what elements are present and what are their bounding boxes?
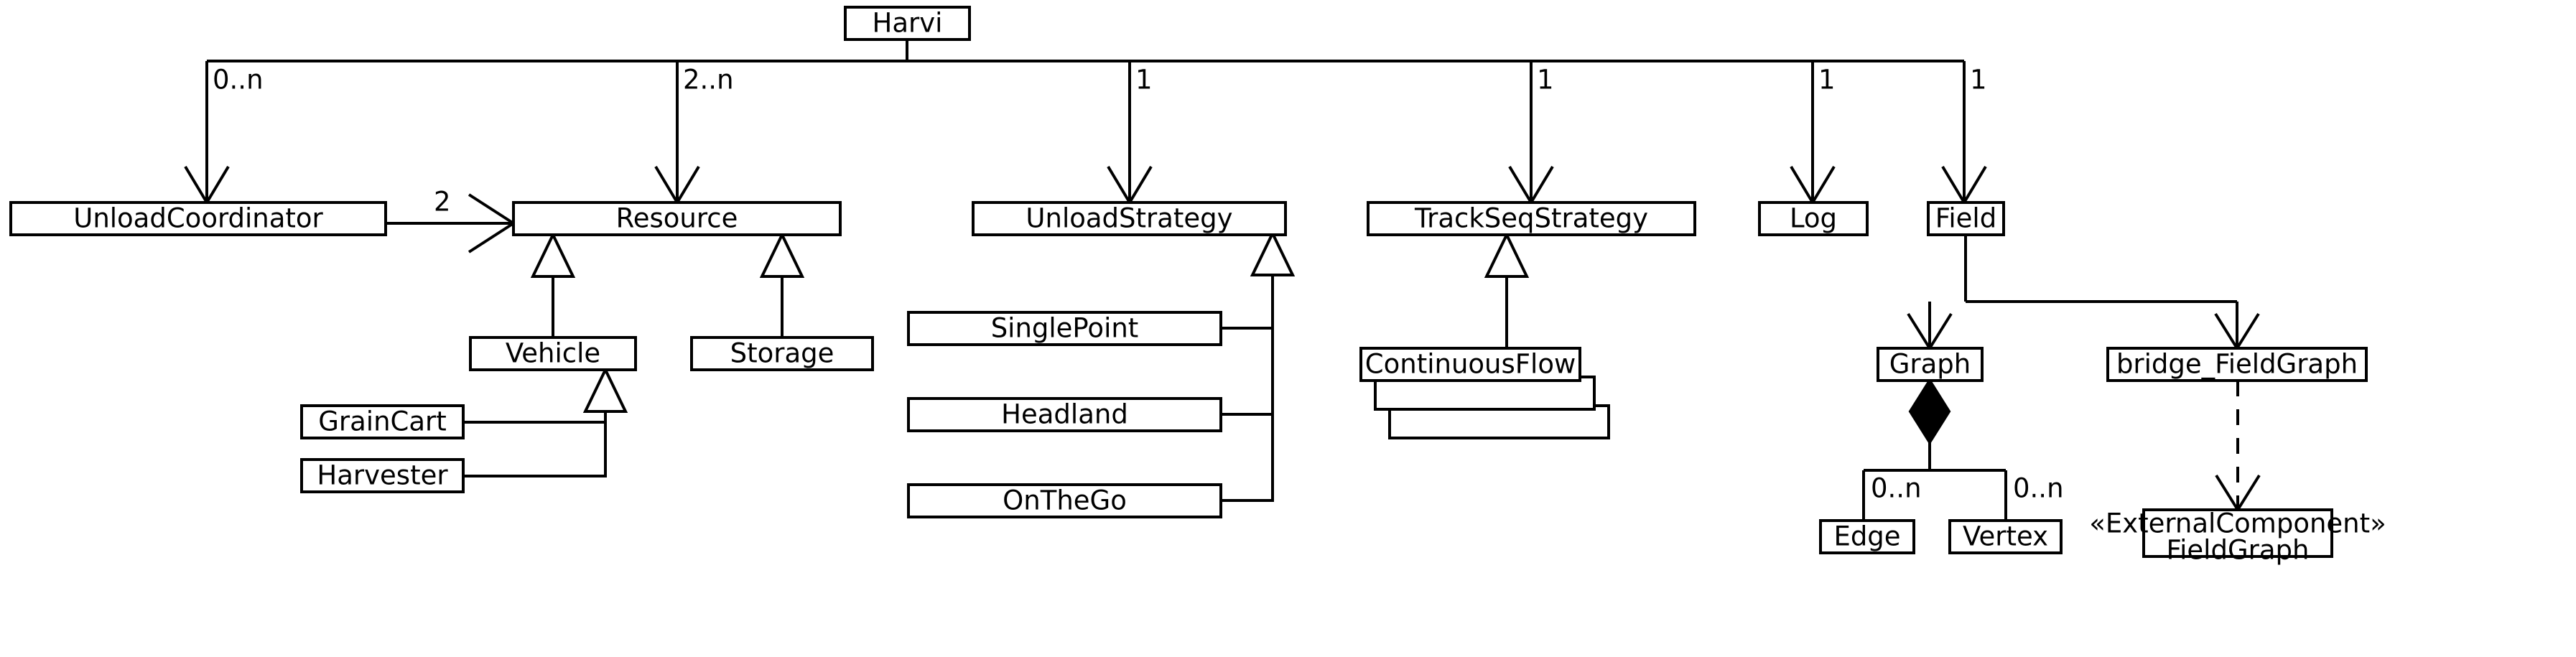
- class-harvester-label: Harvester: [317, 460, 448, 491]
- triangle-vehicle-resource: [530, 231, 576, 278]
- class-unloadstrategy-box[interactable]: [972, 201, 1287, 236]
- continuousflow-shadow-2: [1388, 404, 1610, 439]
- class-resource[interactable]: Resource: [512, 201, 842, 236]
- connector-singlepoint-to-unloadstrategy: [1221, 275, 1274, 330]
- class-resource-box[interactable]: [512, 201, 842, 236]
- class-edge-box[interactable]: [1819, 519, 1915, 554]
- diamond-graph-composition: [1908, 378, 1951, 445]
- class-continuousflow-box[interactable]: [1359, 347, 1581, 382]
- class-harvi-box[interactable]: [844, 6, 971, 41]
- class-field-box[interactable]: [1927, 201, 2005, 236]
- class-graph-label: Graph: [1889, 349, 1971, 380]
- class-singlepoint-box[interactable]: [907, 311, 1222, 346]
- triangle-vehicle-subclasses: [582, 366, 628, 413]
- class-continuousflow-label: ContinuousFlow: [1365, 349, 1576, 380]
- class-vehicle-label: Vehicle: [506, 338, 600, 369]
- class-onthego[interactable]: OnTheGo: [907, 483, 1222, 518]
- connector-onthego-to-unloadstrategy: [1221, 414, 1274, 502]
- class-graincart-label: GrainCart: [318, 406, 447, 437]
- class-harvi-label: Harvi: [873, 8, 943, 39]
- class-vehicle[interactable]: Vehicle: [469, 336, 637, 371]
- connector-graincart-to-vehicle: [463, 411, 607, 424]
- class-graph[interactable]: Graph: [1877, 347, 1984, 382]
- class-log-label: Log: [1790, 203, 1837, 234]
- class-trackseqstrategy[interactable]: TrackSeqStrategy: [1367, 201, 1696, 236]
- class-vertex[interactable]: Vertex: [1948, 519, 2063, 554]
- multiplicity-log: 1: [1818, 65, 1836, 95]
- multiplicity-unloadstrategy: 1: [1135, 65, 1153, 95]
- class-harvester-box[interactable]: [300, 458, 465, 493]
- class-headland-label: Headland: [1001, 399, 1128, 430]
- triangle-continuousflow-trackseqstrategy: [1484, 231, 1530, 278]
- class-bridgefieldgraph[interactable]: bridge_FieldGraph: [2106, 347, 2368, 382]
- multiplicity-field: 1: [1970, 65, 1987, 95]
- connector-headland-to-unloadstrategy: [1221, 328, 1274, 416]
- continuousflow-stack-shadows: [1374, 376, 1610, 439]
- class-headland-box[interactable]: [907, 397, 1222, 432]
- class-trackseqstrategy-label: TrackSeqStrategy: [1414, 203, 1648, 234]
- class-unloadcoordinator-label: UnloadCoordinator: [73, 203, 323, 234]
- class-graincart[interactable]: GrainCart: [300, 404, 465, 439]
- class-vertex-label: Vertex: [1963, 521, 2048, 552]
- class-field[interactable]: Field: [1927, 201, 2005, 236]
- class-box-layer: Harvi UnloadCoordinator Resource UnloadS…: [9, 6, 2386, 566]
- class-unloadcoordinator[interactable]: UnloadCoordinator: [9, 201, 387, 236]
- class-singlepoint-label: SinglePoint: [991, 313, 1139, 344]
- connector-harvester-to-vehicle: [463, 422, 607, 477]
- class-field-label: Field: [1935, 203, 1996, 234]
- triangle-storage-resource: [759, 231, 805, 278]
- class-storage-label: Storage: [730, 338, 834, 369]
- class-storage[interactable]: Storage: [690, 336, 874, 371]
- multiplicity-vertex: 0..n: [2013, 473, 2064, 504]
- class-harvi[interactable]: Harvi: [844, 6, 971, 41]
- multiplicity-resource: 2..n: [683, 65, 734, 95]
- connector-layer: [184, 39, 2261, 521]
- continuousflow-shadow-1: [1374, 376, 1596, 411]
- class-storage-box[interactable]: [690, 336, 874, 371]
- class-edge-label: Edge: [1833, 521, 1900, 552]
- class-singlepoint[interactable]: SinglePoint: [907, 311, 1222, 346]
- class-unloadstrategy[interactable]: UnloadStrategy: [972, 201, 1287, 236]
- class-vehicle-box[interactable]: [469, 336, 637, 371]
- class-unloadcoordinator-box[interactable]: [9, 201, 387, 236]
- class-graincart-box[interactable]: [300, 404, 465, 439]
- triangle-unloadstrategy-subclasses: [1250, 230, 1296, 276]
- class-log[interactable]: Log: [1758, 201, 1869, 236]
- class-trackseqstrategy-box[interactable]: [1367, 201, 1696, 236]
- class-onthego-label: OnTheGo: [1003, 485, 1127, 516]
- class-continuousflow[interactable]: ContinuousFlow: [1359, 347, 1581, 382]
- class-externalcomponent-label: FieldGraph: [2167, 535, 2310, 566]
- class-externalcomponent-box[interactable]: [2142, 508, 2333, 558]
- class-harvester[interactable]: Harvester: [300, 458, 465, 493]
- class-log-box[interactable]: [1758, 201, 1869, 236]
- class-headland[interactable]: Headland: [907, 397, 1222, 432]
- class-bridgefieldgraph-label: bridge_FieldGraph: [2116, 349, 2358, 380]
- class-edge[interactable]: Edge: [1819, 519, 1915, 554]
- class-graph-box[interactable]: [1877, 347, 1984, 382]
- multiplicity-layer: 0..n 2..n 1 1 1 1 2 0..n 0..n: [213, 65, 2064, 504]
- class-unloadstrategy-label: UnloadStrategy: [1026, 203, 1232, 234]
- multiplicity-unloadcoordinator: 0..n: [213, 65, 264, 95]
- class-vertex-box[interactable]: [1948, 519, 2063, 554]
- class-resource-label: Resource: [616, 203, 738, 234]
- multiplicity-unloadcoordinator-resource: 2: [434, 187, 451, 218]
- multiplicity-edge: 0..n: [1871, 473, 1922, 504]
- class-onthego-box[interactable]: [907, 483, 1222, 518]
- multiplicity-trackseqstrategy: 1: [1537, 65, 1554, 95]
- class-externalcomponent[interactable]: «ExternalComponent» FieldGraph: [2089, 508, 2386, 566]
- class-externalcomponent-stereotype: «ExternalComponent»: [2089, 508, 2386, 539]
- class-bridgefieldgraph-box[interactable]: [2106, 347, 2368, 382]
